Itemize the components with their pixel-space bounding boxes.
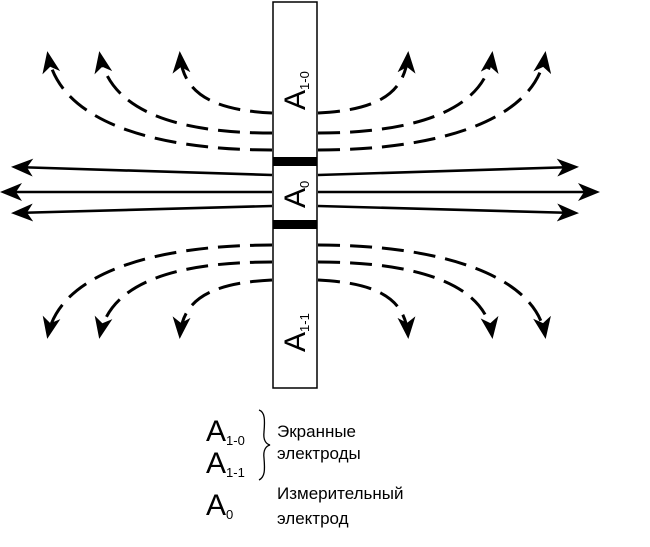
legend-screen-desc-line1: Экранные <box>277 422 356 441</box>
central-current-line <box>11 158 273 177</box>
lower-field-line <box>42 243 273 339</box>
upper-field-line <box>172 51 273 115</box>
legend-symbol-a1-0: A1-0 <box>206 415 245 448</box>
electrode-label-a1-0: A1-0 <box>279 71 312 110</box>
upper-field-line <box>317 51 416 115</box>
insulator-band-upper <box>273 157 317 166</box>
upper-field-line <box>94 51 273 135</box>
central-current-line <box>317 158 579 177</box>
legend: A1-0 A1-1 Экранные электроды A0 Измерите… <box>206 409 403 528</box>
central-current-line <box>317 203 579 222</box>
legend-measuring-desc-line1: Измерительный <box>277 484 403 503</box>
legend-symbol-a1-1: A1-1 <box>206 447 245 480</box>
upper-field-line <box>317 51 499 135</box>
legend-brace <box>258 409 271 481</box>
central-current-lines <box>0 158 600 222</box>
legend-measuring-desc-line2: электрод <box>277 509 349 528</box>
electrode-label-a0: A0 <box>279 181 312 208</box>
upper-field-lines <box>42 51 552 152</box>
central-current-line <box>11 203 273 222</box>
lower-field-line <box>317 243 551 339</box>
electrode-label-a1-1: A1-1 <box>279 313 312 352</box>
lower-field-line <box>317 278 416 339</box>
lower-field-lines <box>42 243 551 339</box>
lower-field-line <box>94 260 273 339</box>
legend-screen-desc-line2: электроды <box>277 444 361 463</box>
lower-field-line <box>172 278 273 339</box>
lower-field-line <box>317 260 499 339</box>
upper-field-line <box>42 51 273 152</box>
electrode-probe <box>272 1 318 389</box>
upper-field-line <box>317 51 552 152</box>
legend-symbol-a0: A0 <box>206 489 233 522</box>
insulator-band-lower <box>273 220 317 229</box>
